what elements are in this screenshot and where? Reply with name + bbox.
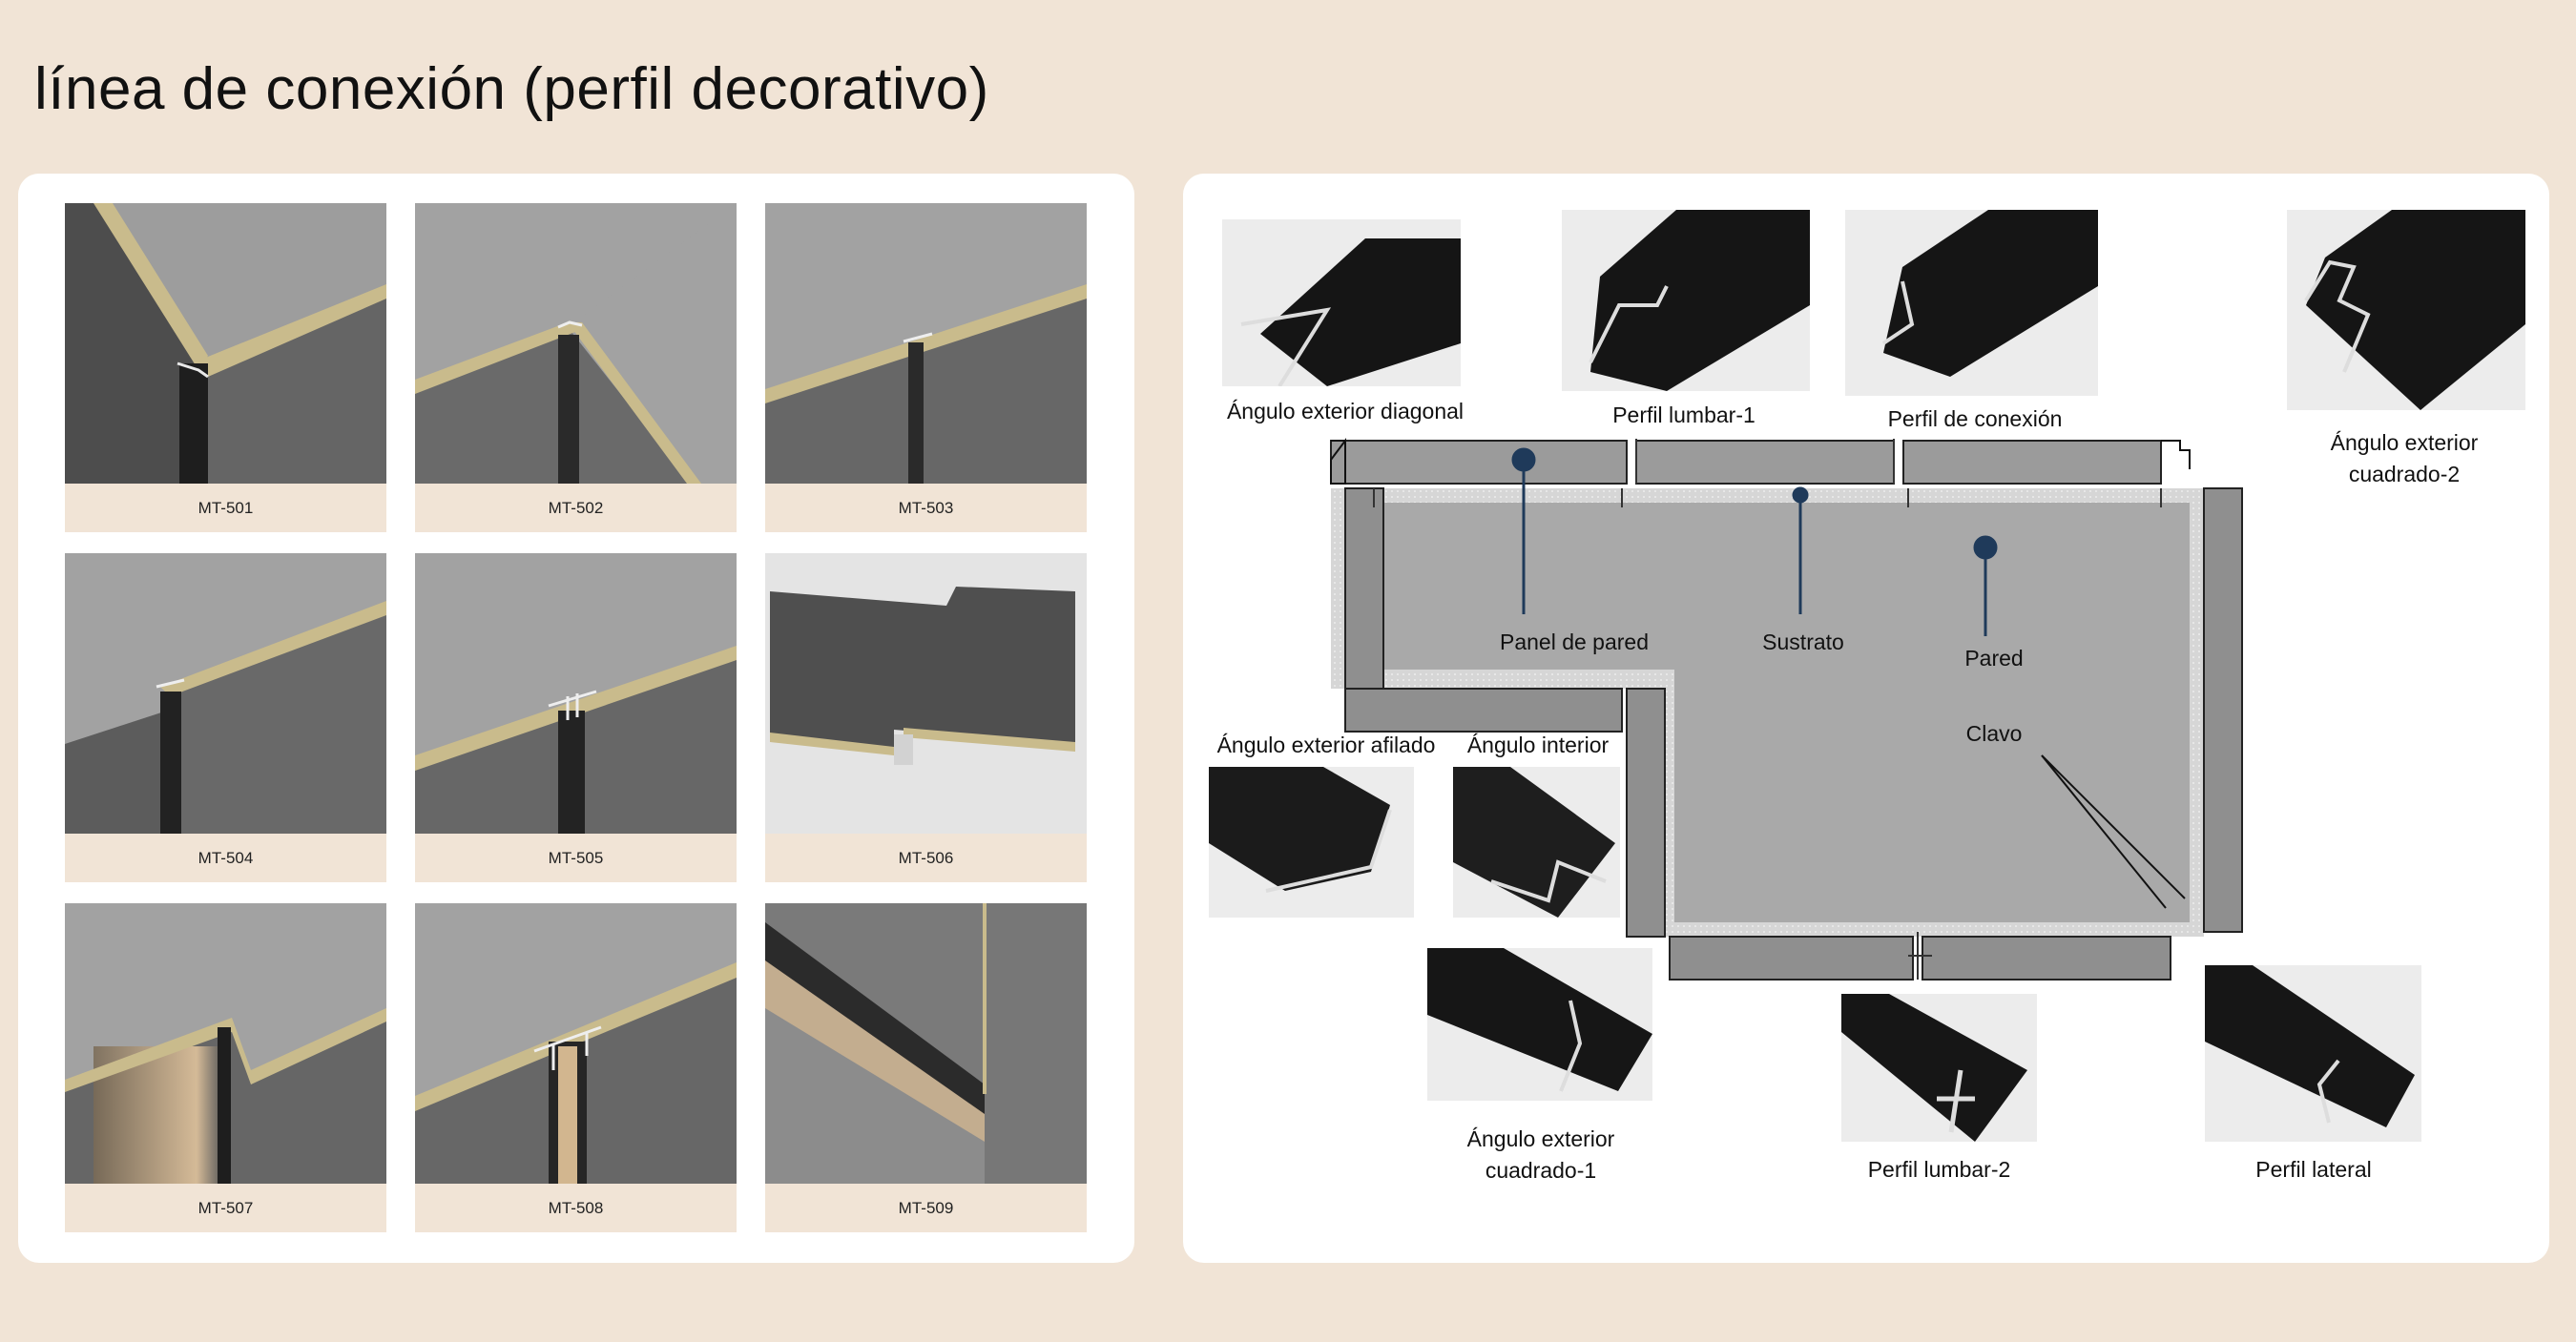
product-tile-mt-506[interactable]: MT-506 xyxy=(765,553,1087,882)
product-gallery-card: MT-501 MT-502 MT-503 xyxy=(18,174,1134,1263)
product-tile-mt-503[interactable]: MT-503 xyxy=(765,203,1087,532)
product-image xyxy=(765,553,1087,834)
callout-wall: Pared xyxy=(1964,646,2024,671)
product-code: MT-509 xyxy=(765,1184,1087,1232)
profile-photo-square-outer-corner-2[interactable] xyxy=(2287,210,2525,410)
product-image xyxy=(65,903,386,1184)
product-image xyxy=(765,203,1087,484)
installation-diagram-card: Panel de pared Sustrato Pared Clavo Ángu… xyxy=(1183,174,2549,1263)
product-code: MT-502 xyxy=(415,484,737,532)
product-image xyxy=(415,553,737,834)
profile-label-line2: cuadrado-2 xyxy=(2348,462,2461,486)
profile-label: Perfil lumbar-1 xyxy=(1612,403,1755,427)
profile-photo-inner-corner[interactable] xyxy=(1453,767,1620,918)
profile-photo-lumbar-1[interactable] xyxy=(1562,210,1810,391)
floor-plan-diagram xyxy=(1330,438,2243,981)
product-code: MT-505 xyxy=(415,834,737,882)
product-code: MT-506 xyxy=(765,834,1087,882)
product-code: MT-507 xyxy=(65,1184,386,1232)
profile-photo-connection[interactable] xyxy=(1845,210,2098,396)
product-image xyxy=(415,903,737,1184)
profile-photo-sharp-outer-corner[interactable] xyxy=(1209,767,1414,918)
profile-label: Ángulo exterior afilado xyxy=(1216,733,1436,757)
profile-label: Ángulo interior xyxy=(1466,733,1610,757)
product-tile-mt-508[interactable]: MT-508 xyxy=(415,903,737,1232)
product-image xyxy=(65,553,386,834)
product-image xyxy=(765,903,1087,1184)
product-code: MT-503 xyxy=(765,484,1087,532)
profile-label-line2: cuadrado-1 xyxy=(1485,1158,1597,1183)
product-tile-mt-507[interactable]: MT-507 xyxy=(65,903,386,1232)
profile-photo-lumbar-2[interactable] xyxy=(1841,994,2037,1142)
product-tile-mt-505[interactable]: MT-505 xyxy=(415,553,737,882)
page-title: línea de conexión (perfil decorativo) xyxy=(34,56,989,122)
product-code: MT-501 xyxy=(65,484,386,532)
profile-label: Ángulo exterior diagonal xyxy=(1226,399,1465,423)
profile-photo-diagonal-outer-corner[interactable] xyxy=(1222,219,1461,386)
product-image xyxy=(415,203,737,484)
product-image xyxy=(65,203,386,484)
callout-nail: Clavo xyxy=(1965,721,2023,746)
profile-label: Perfil de conexión xyxy=(1887,406,2063,431)
callout-substrate: Sustrato xyxy=(1762,630,1844,654)
product-tile-mt-502[interactable]: MT-502 xyxy=(415,203,737,532)
callout-wall-panel: Panel de pared xyxy=(1499,630,1649,654)
product-code: MT-508 xyxy=(415,1184,737,1232)
profile-label: Perfil lumbar-2 xyxy=(1867,1157,2011,1182)
profile-label-line1: Ángulo exterior xyxy=(1466,1126,1615,1151)
product-tile-mt-501[interactable]: MT-501 xyxy=(65,203,386,532)
product-tile-mt-504[interactable]: MT-504 xyxy=(65,553,386,882)
product-tile-mt-509[interactable]: MT-509 xyxy=(765,903,1087,1232)
profile-label-line1: Ángulo exterior xyxy=(2330,430,2479,455)
profile-label: Perfil lateral xyxy=(2255,1157,2372,1182)
profile-photo-square-outer-corner-1[interactable] xyxy=(1427,948,1652,1101)
profile-photo-side[interactable] xyxy=(2205,965,2421,1142)
product-code: MT-504 xyxy=(65,834,386,882)
